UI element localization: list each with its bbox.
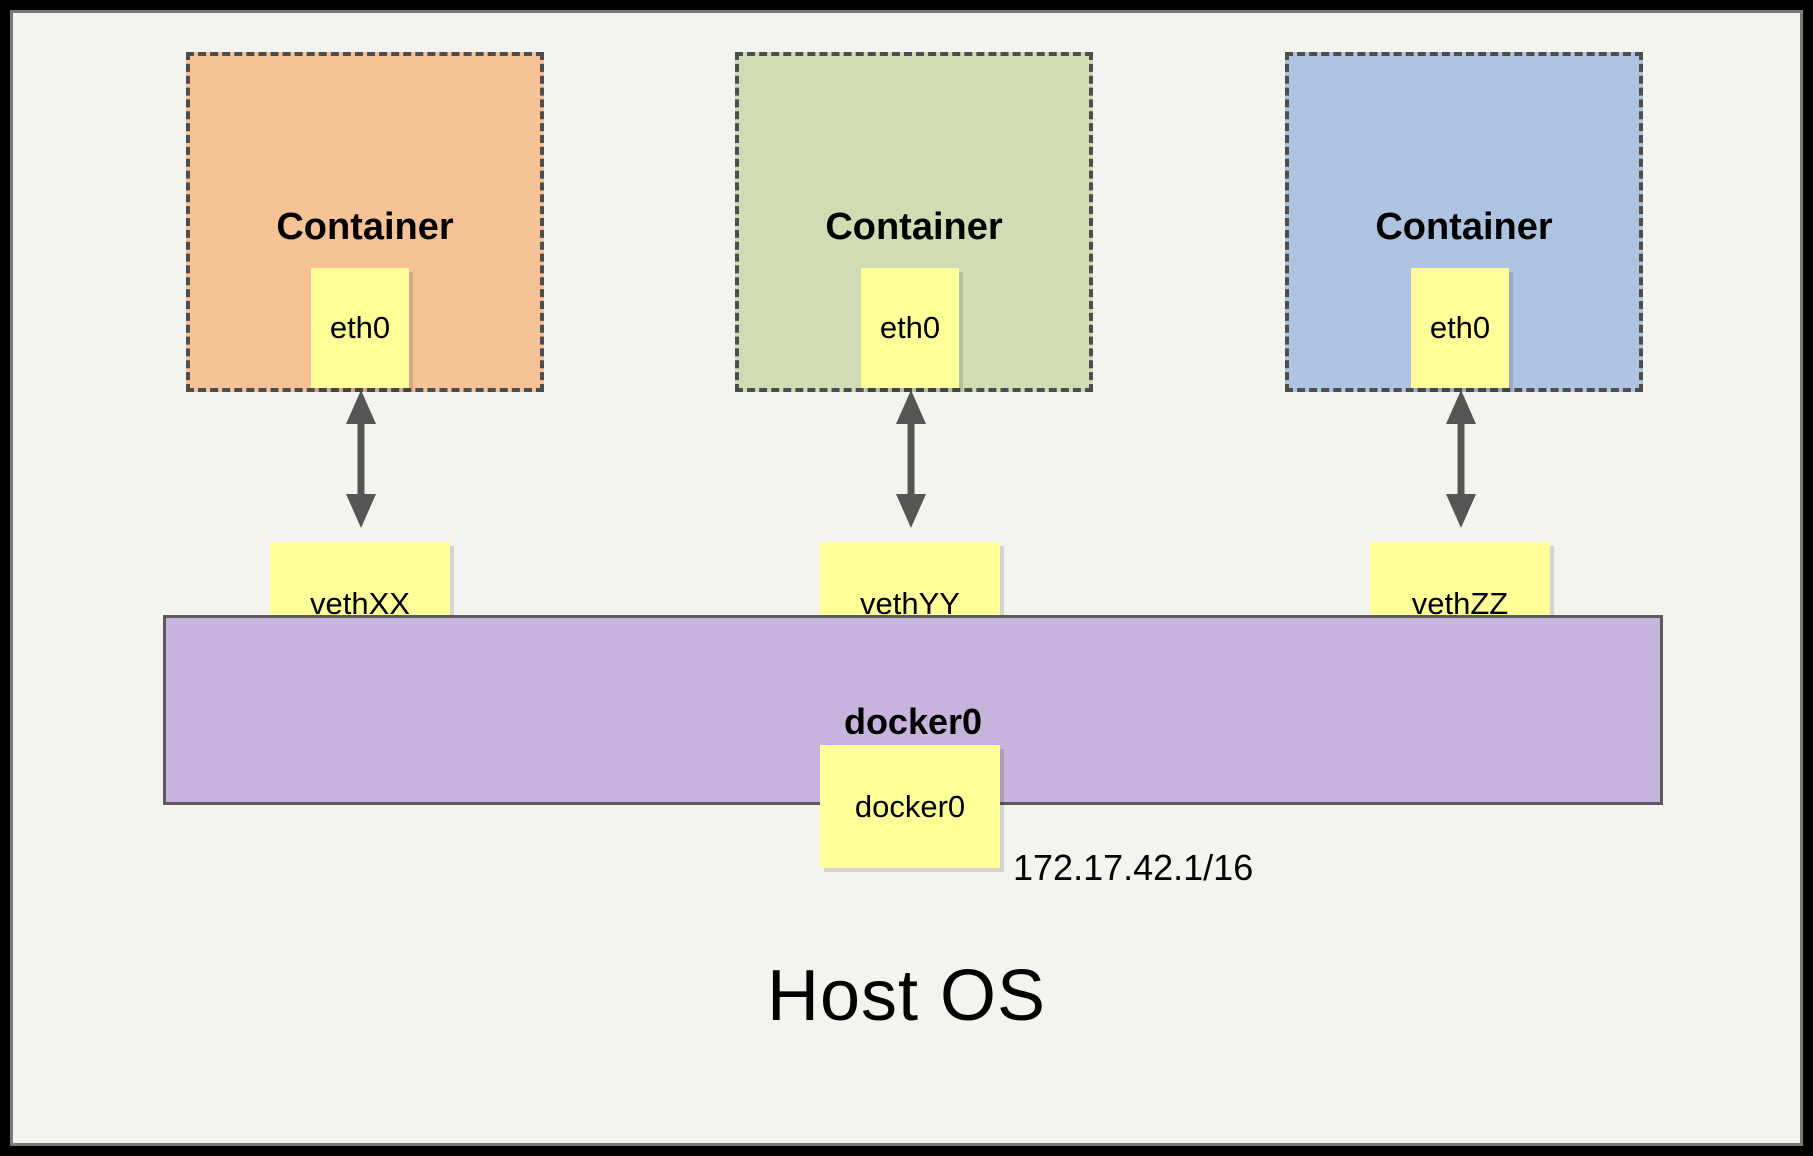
docker0-bridge-label: docker0 — [843, 701, 983, 742]
veth-label-2: vethYY — [860, 585, 960, 621]
container-title-2: Container — [825, 206, 1003, 248]
eth0-label-1: eth0 — [329, 310, 391, 345]
docker0-interface-note: docker0 — [820, 745, 1000, 868]
link-arrow-1 — [346, 390, 376, 528]
link-arrow-3 — [1446, 390, 1476, 528]
eth0-note-1: eth0 — [311, 268, 409, 388]
eth0-label-3: eth0 — [1429, 310, 1491, 345]
eth0-note-2: eth0 — [861, 268, 959, 388]
veth-label-3: vethZZ — [1411, 585, 1509, 621]
eth0-label-2: eth0 — [879, 310, 941, 345]
eth0-note-3: eth0 — [1411, 268, 1509, 388]
docker0-ip-label: 172.17.42.1/16 — [1013, 847, 1254, 888]
host-os-label: Host OS — [766, 956, 1047, 1036]
docker0-interface-label: docker0 — [854, 788, 966, 824]
link-arrow-2 — [896, 390, 926, 528]
container-title-1: Container — [276, 206, 454, 248]
container-title-3: Container — [1375, 206, 1553, 248]
veth-label-1: vethXX — [310, 585, 410, 621]
